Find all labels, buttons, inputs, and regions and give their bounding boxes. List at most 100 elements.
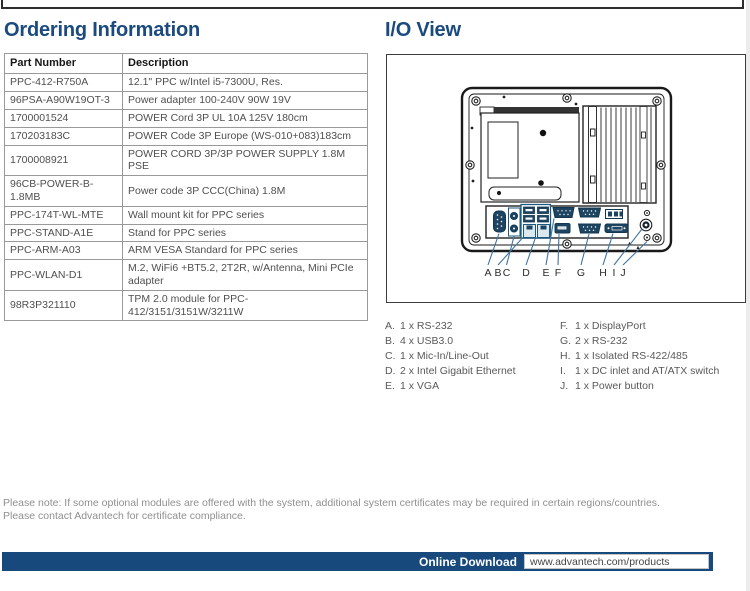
io-list-item: C. 1 x Mic-In/Line-Out xyxy=(385,348,516,363)
io-list-item: B.4 x USB3.0 xyxy=(385,333,516,348)
description-header: Description xyxy=(122,52,368,75)
part-number-cell: 96PSA-A90W19OT-3 xyxy=(4,91,123,110)
part-number-cell: 170203183C xyxy=(4,126,123,146)
io-item-label: 1 x Mic-In/Line-Out xyxy=(400,349,489,362)
io-item-label: 1 x VGA xyxy=(400,379,440,392)
port-letter-h: H xyxy=(599,267,607,279)
io-item-letter: E. xyxy=(385,379,395,392)
page-edge-shadow xyxy=(746,0,750,591)
io-item-label: 2 x Intel Gigabit Ethernet xyxy=(400,364,516,377)
online-download-label: Online Download xyxy=(419,554,517,569)
part-number-cell: PPC-412-R750A xyxy=(4,73,123,93)
compliance-notes: Please note: If some optional modules ar… xyxy=(3,497,743,522)
part-number-cell: PPC-ARM-A03 xyxy=(4,241,123,261)
description-cell: Wall mount kit for PPC series xyxy=(122,205,368,225)
description-cell: TPM 2.0 module for PPC-412/3151/3151W/32… xyxy=(122,289,368,322)
io-item-label: 1 x RS-232 xyxy=(400,319,453,332)
io-port-cluster xyxy=(485,203,653,249)
description-cell: Stand for PPC series xyxy=(122,223,368,243)
note-line-1: Please note: If some optional modules ar… xyxy=(3,497,660,509)
io-list-item: I. 1 x DC inlet and AT/ATX switch xyxy=(560,363,719,378)
rear-plate xyxy=(470,95,580,203)
callout-lines xyxy=(487,218,648,266)
download-url-box: www.advantech.com/products xyxy=(524,554,709,569)
part-number-cell: 1700001524 xyxy=(4,109,123,128)
rs232-ports-g xyxy=(577,207,602,234)
port-letter-c: C xyxy=(503,267,511,279)
io-list-item: J. 1 x Power button xyxy=(560,378,719,393)
io-item-letter: F. xyxy=(560,319,569,332)
port-letter-i: I xyxy=(613,267,616,279)
io-list-item: A. 1 x RS-232 xyxy=(385,318,516,333)
port-letter-a: A xyxy=(484,267,491,279)
heatsink xyxy=(582,105,657,204)
io-item-letter: C. xyxy=(385,349,396,362)
power-button xyxy=(643,234,651,241)
io-list-item: H. 1 x Isolated RS-422/485 xyxy=(560,348,719,363)
port-letter-e: E xyxy=(542,267,549,279)
io-list-item: D. 2 x Intel Gigabit Ethernet xyxy=(385,363,516,378)
previous-section-box-cutoff xyxy=(1,0,744,9)
port-letter-f: F xyxy=(555,267,561,279)
part-number-cell: 96CB-POWER-B-1.8MB xyxy=(4,175,123,207)
displayport xyxy=(554,223,571,234)
rs422-485-port xyxy=(604,209,629,233)
port-letter-j: J xyxy=(620,267,625,279)
part-number-cell: 98R3P321110 xyxy=(4,289,123,322)
description-cell: POWER CORD 3P/3P POWER SUPPLY 1.8M PSE xyxy=(122,144,368,177)
part-number-cell: PPC-174T-WL-MTE xyxy=(4,205,123,225)
description-cell: Power adapter 100-240V 90W 19V xyxy=(122,91,368,110)
io-item-label: 1 x DisplayPort xyxy=(575,319,646,332)
rs232-port-a xyxy=(493,210,506,233)
port-letter-g: G xyxy=(577,267,585,279)
io-list-item: F. 1 x DisplayPort xyxy=(560,318,719,333)
io-item-letter: D. xyxy=(385,364,396,377)
mounting-screws xyxy=(465,93,666,249)
io-item-label: 1 x Isolated RS-422/485 xyxy=(575,349,688,362)
port-letter-b: B xyxy=(494,267,501,279)
io-item-letter: B. xyxy=(385,334,395,347)
description-cell: POWER Code 3P Europe (WS-010+083)183cm xyxy=(122,126,368,146)
io-item-letter: J. xyxy=(560,379,569,392)
port-letters: A B C D E F G H I J xyxy=(484,267,625,279)
part-number-cell: PPC-WLAN-D1 xyxy=(4,259,123,291)
description-cell: POWER Cord 3P UL 10A 125V 180cm xyxy=(122,109,368,128)
io-item-label: 2 x RS-232 xyxy=(575,334,628,347)
part-number-cell: PPC-STAND-A1E xyxy=(4,223,123,243)
io-item-letter: I. xyxy=(560,364,566,377)
io-item-letter: H. xyxy=(560,349,571,362)
rear-panel-illustration: A B C D E F G H I J xyxy=(460,86,673,279)
description-cell: Power code 3P CCC(China) 1.8M xyxy=(122,175,368,207)
table-header-row: Part Number Description xyxy=(4,52,368,75)
io-list-item: E. 1 x VGA xyxy=(385,378,516,393)
io-list-item: G.2 x RS-232 xyxy=(560,333,719,348)
io-item-label: 1 x Power button xyxy=(575,379,654,392)
dc-inlet-and-switch xyxy=(639,209,653,232)
online-download-bar: Online Download www.advantech.com/produc… xyxy=(2,552,713,571)
usb-lan-block xyxy=(520,203,552,239)
ethernet-ports xyxy=(523,224,550,238)
part-number-header: Part Number xyxy=(4,52,123,75)
description-cell: M.2, WiFi6 +BT5.2, 2T2R, w/Antenna, Mini… xyxy=(122,259,368,291)
note-line-2: Please contact Advantech for certificate… xyxy=(3,509,246,522)
io-item-label: 1 x DC inlet and AT/ATX switch xyxy=(575,364,720,377)
io-item-letter: A. xyxy=(385,319,395,332)
vga-port xyxy=(552,207,575,218)
io-item-letter: G. xyxy=(560,334,572,347)
ordering-information-heading: Ordering Information xyxy=(4,19,201,41)
audio-jacks xyxy=(508,207,521,237)
io-view-heading: I/O View xyxy=(385,19,461,41)
description-cell: 12.1" PPC w/Intel i5-7300U, Res. xyxy=(122,73,368,93)
